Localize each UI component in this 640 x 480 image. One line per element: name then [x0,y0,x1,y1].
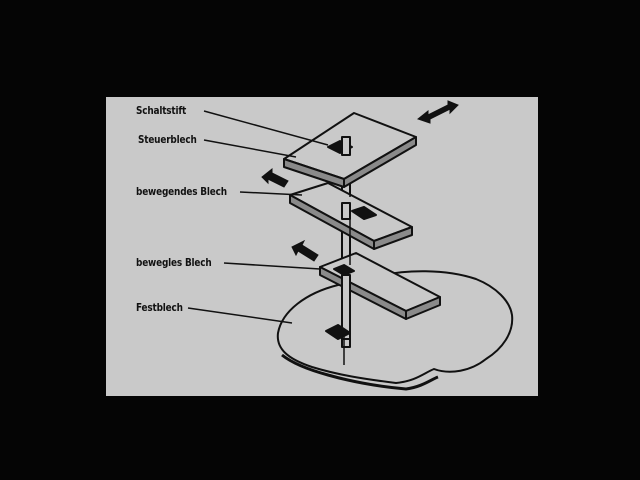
exploded-diagram [187,100,514,391]
label-bewegendes-blech: bewegendes Blech [136,185,227,198]
festblech-shape [276,270,514,384]
diagram-panel: Schaltstift Steuerblech bewegendes Blech… [106,97,538,396]
label-bewegliches-blech: bewegles Blech [136,256,212,269]
label-steuerblech: Steuerblech [138,133,197,146]
label-schaltstift: Schaltstift [136,104,187,117]
double-arrow-icon [416,100,459,124]
arrow-left-icon [261,167,289,188]
label-festblech: Festblech [136,301,183,314]
arrow-up-left-icon [291,239,319,262]
